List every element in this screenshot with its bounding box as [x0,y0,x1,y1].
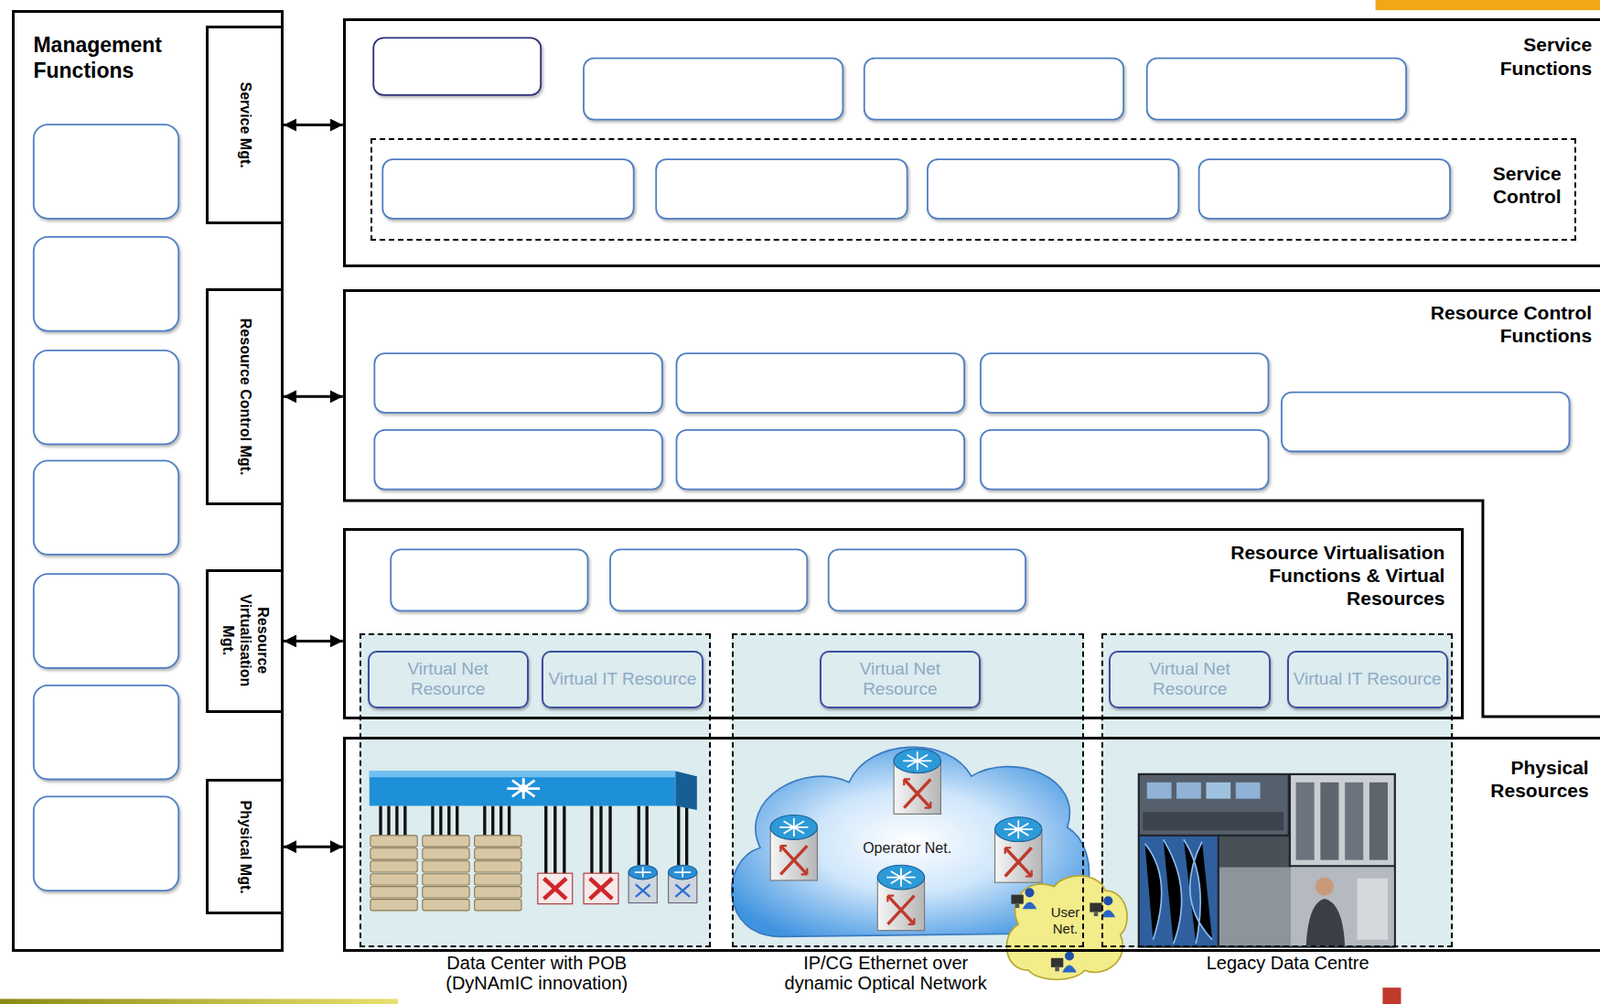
band-outline [343,289,1600,718]
network-label: User Net. [1040,903,1092,937]
box-label: Virtual Net Resource [1110,658,1268,701]
band-heading: Resource Virtualisation Functions & Virt… [1179,540,1445,611]
box-label: Virtual Net Resource [369,658,527,701]
management-panel: Management Functions Service Mgt. Resource… [11,10,284,951]
domain-grounds [359,633,1454,948]
layer-band: Service FunctionsService Control [343,18,1600,268]
band-outline-path [343,289,1600,716]
band-heading: Service Control [1449,161,1562,208]
double-arrow [283,395,344,398]
double-arrow [283,123,344,127]
band-heading: Service Functions [1459,32,1592,79]
resource-domain: IP/CG Ethernet over dynamic Optical Netw… [731,633,1085,948]
layer-band: Physical Resources [343,736,1600,951]
double-arrow [283,639,344,643]
virtual-resource-box: Virtual IT Resource [1287,650,1449,709]
management-tab: Resource Control Mgt. [205,288,284,506]
box-label: Virtual Net Resource [821,658,979,701]
virtual-resource-box: Virtual Net Resource [1108,650,1270,709]
management-tab: Resource Virtualisation Mgt. [205,569,284,712]
band-heading: Management Functions [32,32,207,84]
resource-domain: Legacy Data CentreVirtual Net ResourceVi… [1101,633,1454,948]
virtual-resource-box: Virtual Net Resource [367,650,529,709]
box-label: Virtual IT Resource [544,668,700,690]
tab-label: Resource Control Mgt. [236,296,254,498]
network-label: Operator Net. [840,838,974,857]
management-tab: Service Mgt. [205,25,284,226]
control-group: Service Control [370,138,1577,242]
virtual-resource-box: Virtual Net Resource [819,650,981,709]
data-center-illustration [369,771,698,911]
tab-label: Resource Virtualisation Mgt. [218,577,272,704]
virtual-resource-box: Virtual IT Resource [541,650,703,709]
layer-band: Resource Control Functions [343,289,1600,718]
box-label: Virtual IT Resource [1289,668,1446,690]
tab-label: Service Mgt. [236,33,254,217]
domain-caption: Legacy Data Centre [1172,952,1403,973]
band-heading: Resource Control Functions [1357,300,1593,347]
management-tab: Physical Mgt. [205,778,284,914]
domain-caption: Data Center with POB (DyNAmIC innovation… [421,952,652,993]
tab-label: Physical Mgt. [236,786,254,906]
band-heading: Physical Resources [1456,755,1590,802]
legacy-data-centre-photos [1138,773,1396,948]
user-network-cloud [1006,875,1128,979]
double-arrow [283,845,344,849]
resource-domain: Data Center with POB (DyNAmIC innovation… [359,633,712,948]
operator-network-cloud [731,746,1090,936]
domain-caption: IP/CG Ethernet over dynamic Optical Netw… [771,952,1001,993]
